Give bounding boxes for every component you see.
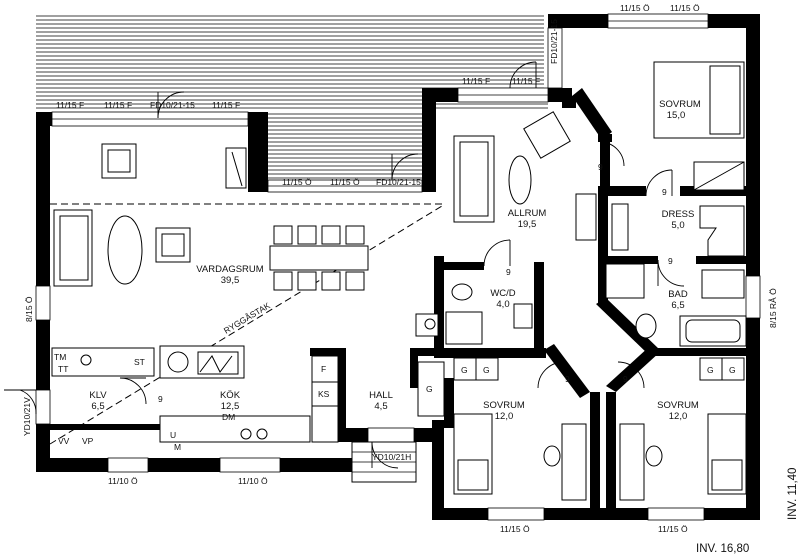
window-label: 11/15 F	[512, 76, 540, 86]
room-name-dress: DRESS	[662, 209, 695, 220]
room-area-bad: 6,5	[671, 300, 684, 311]
room-area-klv: 6,5	[91, 401, 104, 412]
door-label: YD10/21V	[22, 397, 32, 436]
room-area-wc: 4,0	[496, 299, 509, 310]
window-label: 8/15 RÅ Ö	[768, 288, 778, 328]
door-width-label: 9	[662, 187, 667, 197]
door-width-label: 9	[598, 162, 603, 172]
room-area-vardagsrum: 39,5	[221, 275, 240, 286]
room-name-sovrum-ne: SOVRUM	[659, 99, 701, 110]
wardrobe-label: G	[707, 365, 714, 375]
room-area-kok: 12,5	[221, 401, 240, 412]
door-label: FD10/21-15	[549, 19, 559, 64]
room-area-hall: 4,5	[374, 401, 387, 412]
freezer-label: F	[321, 364, 326, 374]
door-label: YD10/21H	[372, 452, 411, 462]
water-heater-label: VV	[58, 436, 70, 446]
window-label: 11/15 Ö	[282, 177, 312, 187]
dryer-label: TT	[58, 364, 68, 374]
window-label: 11/15 Ö	[658, 524, 688, 534]
room-area-sovrum-ne: 15,0	[667, 110, 686, 121]
fridge-label: KS	[318, 389, 330, 399]
room-name-sovrum-sw: SOVRUM	[483, 400, 525, 411]
window-label: 11/15 F	[104, 100, 132, 110]
room-name-wc: WC/D	[490, 288, 515, 299]
fixture-labels: RYGGÅSTAK TM TT ST VV VP DM U M F KS G G…	[54, 162, 736, 452]
room-name-bad: BAD	[668, 289, 688, 300]
room-name-hall: HALL	[369, 390, 393, 401]
interior-walls	[50, 96, 750, 520]
entry-steps	[351, 441, 417, 483]
window-labels: 11/15 Ö 11/15 Ö FD10/21-15 11/15 F 11/15…	[22, 3, 778, 534]
window-label: 11/15 F	[56, 100, 84, 110]
room-area-sovrum-se: 12,0	[669, 411, 688, 422]
room-name-kok: KÖK	[220, 390, 241, 401]
wardrobe-label: G	[483, 365, 490, 375]
door-label: FD10/21-15	[150, 100, 195, 110]
window-label: 8/15 Ö	[24, 296, 34, 322]
window-label: 11/15 Ö	[330, 177, 360, 187]
door-width-label: 9	[158, 394, 163, 404]
room-name-vardagsrum: VARDAGSRUM	[196, 264, 263, 275]
room-area-allrum: 19,5	[518, 219, 537, 230]
window-openings	[35, 13, 761, 521]
heat-pump-label: VP	[82, 436, 94, 446]
room-name-klv: KLV	[89, 390, 107, 401]
dimension-depth: INV. 11,40	[787, 468, 799, 520]
room-name-sovrum-se: SOVRUM	[657, 400, 699, 411]
wardrobe-label: G	[729, 365, 736, 375]
wardrobe-label: G	[461, 365, 468, 375]
window-label: 11/15 Ö	[620, 3, 650, 13]
room-area-dress: 5,0	[671, 220, 684, 231]
door-label: FD10/21-15	[376, 177, 421, 187]
door-swings	[4, 61, 685, 469]
room-name-allrum: ALLRUM	[508, 208, 547, 219]
microwave-label: M	[174, 442, 181, 452]
room-area-sovrum-sw: 12,0	[495, 411, 514, 422]
washer-label: TM	[54, 352, 66, 362]
cabinet-label: ST	[134, 357, 145, 367]
ridge-label: RYGGÅSTAK	[222, 300, 272, 336]
wardrobe-label: G	[426, 384, 433, 394]
window-label: 11/10 Ö	[108, 476, 138, 486]
door-width-label: 9	[668, 256, 673, 266]
door-width-label: 9	[565, 374, 570, 384]
furniture	[51, 61, 747, 501]
room-labels: SOVRUM 15,0 ALLRUM 19,5 DRESS 5,0 VARDAG…	[89, 99, 701, 422]
window-label: 11/10 Ö	[238, 476, 268, 486]
door-width-label: 9	[623, 374, 628, 384]
window-label: 11/15 F	[462, 76, 490, 86]
window-label: 11/15 F	[212, 100, 240, 110]
window-label: 11/15 Ö	[670, 3, 700, 13]
window-label: 11/15 Ö	[500, 524, 530, 534]
dimension-width: INV. 16,80	[696, 543, 749, 555]
door-width-label: 9	[506, 267, 511, 277]
oven-label: U	[170, 430, 176, 440]
dishwasher-label: DM	[222, 412, 235, 422]
diagonal-walls	[544, 88, 660, 398]
